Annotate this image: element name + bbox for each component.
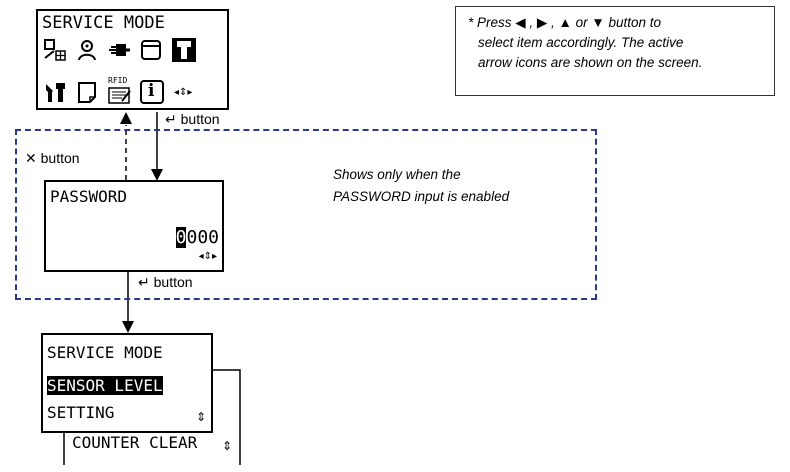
rfid-label: RFID	[108, 76, 128, 85]
instruction-note: * Press ◀ , ▶ , ▲ or ▼ button to select …	[455, 6, 775, 96]
password-active-digit[interactable]: 0	[175, 227, 187, 248]
password-condition-line-2: PASSWORD input is enabled	[333, 189, 510, 204]
enter-arrow-head-1	[151, 169, 163, 181]
tray-icon[interactable]	[140, 39, 162, 61]
password-screen: PASSWORD 0000 ◂⇕▸	[44, 180, 224, 272]
menu-item-sensor-level[interactable]: SENSOR LEVEL	[47, 376, 163, 395]
note-line-1: * Press ◀ , ▶ , ▲ or ▼ button to	[468, 15, 662, 30]
person-gear-icon[interactable]	[76, 39, 98, 61]
service-mode-icon-screen: SERVICE MODE RFID	[36, 9, 229, 110]
enter-button-label-1: ↵ button	[165, 111, 220, 127]
password-nav-arrows-icon: ◂⇕▸	[198, 251, 217, 262]
rfid-icon[interactable]: RFID	[108, 76, 132, 104]
plug-icon[interactable]	[108, 39, 130, 61]
menu-stack-bracket-front	[212, 369, 241, 465]
info-icon[interactable]: i	[140, 80, 164, 104]
nav-arrows-icon: ◂⇕▸	[174, 87, 193, 98]
password-remaining-digits: 000	[186, 227, 219, 248]
cancel-button-label: ✕ button	[25, 150, 80, 166]
info-glyph: i	[148, 81, 155, 101]
paper-icon[interactable]	[76, 81, 98, 103]
note-line-2: select item accordingly. The active	[478, 35, 684, 50]
screen-title: SERVICE MODE	[42, 13, 165, 33]
wrench-selected-icon[interactable]	[172, 38, 196, 62]
password-condition-line-1: Shows only when the	[333, 167, 461, 182]
menu-item-counter-clear[interactable]: COUNTER CLEAR	[72, 433, 198, 452]
password-conditional-region	[15, 129, 597, 300]
enter-button-label-2: ↵ button	[138, 274, 193, 290]
tools-icon[interactable]	[44, 81, 66, 103]
sensor-grid-icon[interactable]	[44, 39, 66, 61]
password-title: PASSWORD	[50, 187, 128, 206]
enter-arrow-head-2	[122, 321, 134, 333]
menu-scroll-icon-2: ⇕	[222, 439, 233, 453]
menu-scroll-icon: ⇕	[196, 410, 207, 424]
service-mode-menu-screen: SERVICE MODE SENSOR LEVEL SETTING ⇕	[41, 333, 213, 433]
password-value[interactable]: 0000	[175, 227, 219, 248]
menu-screen-next-card: COUNTER CLEAR ⇕	[64, 432, 232, 472]
note-line-3: arrow icons are shown on the screen.	[478, 55, 703, 70]
menu-item-setting[interactable]: SETTING	[47, 403, 115, 422]
cancel-arrow-head	[120, 112, 132, 124]
menu-title: SERVICE MODE	[47, 343, 163, 362]
